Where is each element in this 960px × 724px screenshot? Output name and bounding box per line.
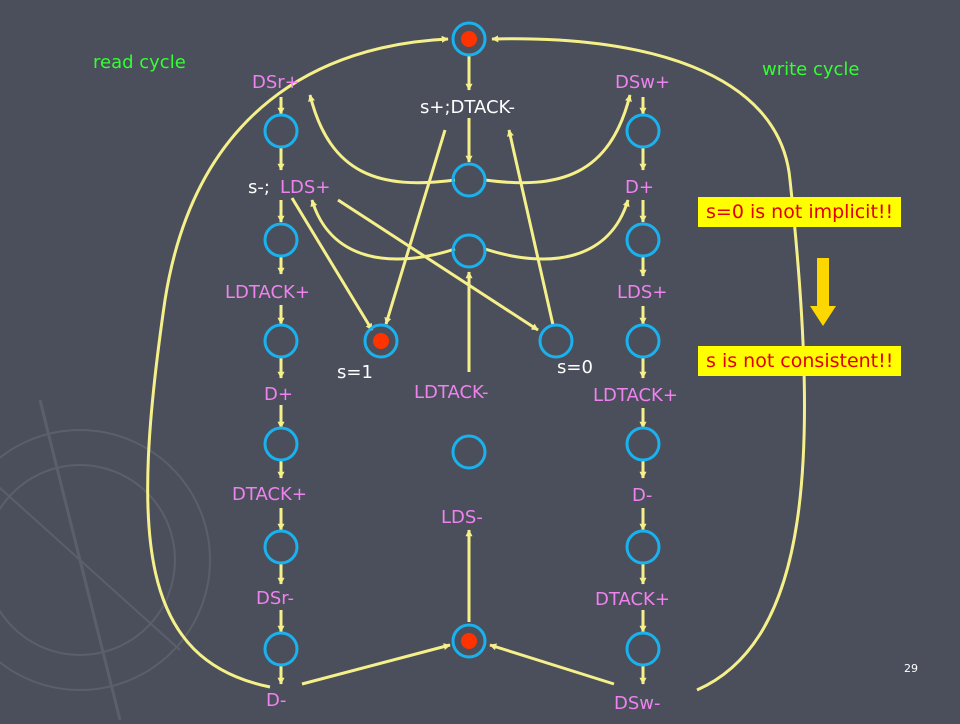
label-ldtack-plus-write: LDTACK+ (593, 385, 678, 406)
place-write-5 (625, 529, 661, 565)
note-not-consistent: s is not consistent!! (698, 346, 902, 376)
places (263, 21, 661, 667)
label-ldtack-minus: LDTACK- (414, 382, 488, 403)
label-lds-plus-read: LDS+ (280, 177, 330, 198)
place-read-4 (263, 426, 299, 462)
place-s-1 (363, 323, 399, 359)
note-not-implicit: s=0 is not implicit!! (698, 197, 902, 227)
label-dsr-minus: DSr- (256, 588, 294, 609)
token-s-1 (373, 333, 389, 349)
label-dsr-plus: DSr+ (252, 72, 300, 93)
label-s-minus: s-; (248, 177, 270, 198)
place-write-6 (625, 631, 661, 667)
place-center-2 (451, 233, 487, 269)
place-read-1 (263, 113, 299, 149)
place-top (451, 21, 487, 57)
label-lds-minus: LDS- (441, 507, 483, 528)
label-dsw-minus: DSw- (614, 693, 661, 714)
token-bottom (461, 633, 477, 649)
label-d-plus-write: D+ (625, 177, 654, 198)
place-s-0 (538, 323, 574, 359)
place-read-5 (263, 529, 299, 565)
place-bottom (451, 623, 487, 659)
label-dtack-plus-read: DTACK+ (232, 484, 307, 505)
place-read-6 (263, 631, 299, 667)
place-write-2 (625, 222, 661, 258)
label-ldtack-plus-read: LDTACK+ (225, 282, 310, 303)
place-write-3 (625, 323, 661, 359)
label-lds-plus-write: LDS+ (617, 282, 667, 303)
down-arrow-icon (810, 258, 836, 326)
place-read-3 (263, 323, 299, 359)
label-s-eq-1: s=1 (337, 362, 373, 383)
label-d-plus-read: D+ (264, 384, 293, 405)
label-dsw-plus: DSw+ (615, 72, 670, 93)
tokens (373, 31, 477, 649)
token-top (461, 31, 477, 47)
compass-watermark-icon (0, 399, 211, 721)
label-s-eq-0: s=0 (557, 357, 593, 378)
page-number: 29 (904, 662, 918, 675)
write-cycle-caption: write cycle (762, 59, 860, 80)
place-write-4 (625, 426, 661, 462)
place-write-1 (625, 113, 661, 149)
label-dtack-plus-write: DTACK+ (595, 589, 670, 610)
label-d-minus-write: D- (632, 485, 652, 506)
label-d-minus-read: D- (266, 690, 286, 711)
place-read-2 (263, 222, 299, 258)
read-cycle-caption: read cycle (93, 52, 186, 73)
place-center-1 (451, 162, 487, 198)
label-s-plus-dtack-minus: s+;DTACK- (420, 97, 515, 118)
place-center-3 (451, 434, 487, 470)
